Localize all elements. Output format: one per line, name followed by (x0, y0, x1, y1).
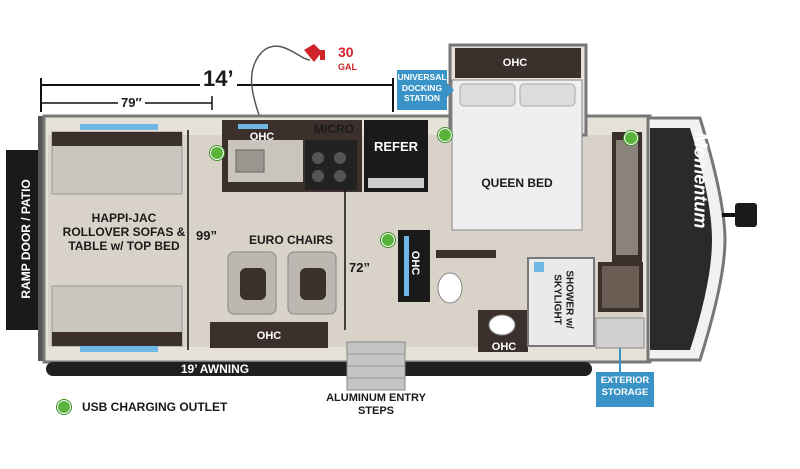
aisle-width-dim: 72” (349, 260, 370, 275)
awning-label: 19’ AWNING (180, 362, 250, 376)
sofa-width-dim: 79″ (118, 95, 145, 110)
usb-outlet-icon (624, 131, 638, 145)
overall-width-dim: 14’ (200, 66, 237, 92)
ohc-label-chairs: OHC (256, 330, 282, 342)
legend-usb-label: USB CHARGING OUTLET (82, 400, 228, 414)
legend-usb-dot-icon (57, 400, 71, 414)
exterior-storage-callout: EXTERIOR STORAGE (596, 372, 654, 407)
shower-label: SHOWER w/ SKYLIGHT (552, 270, 575, 329)
ohc-label-wall: OHC (409, 250, 421, 276)
ohc-label-kitchen: OHC (249, 131, 275, 143)
ohc-label-bath: OHC (491, 341, 517, 353)
usb-outlet-icon (381, 233, 395, 247)
micro-label: MICRO (314, 122, 354, 136)
ohc-label-bedroom: OHC (502, 57, 528, 69)
queen-bed-label: QUEEN BED (481, 176, 553, 190)
sofas-label: HAPPI-JAC ROLLOVER SOFAS & TABLE w/ TOP … (62, 211, 186, 253)
refer-label: REFER (373, 139, 419, 154)
brand-logo: Momentum (690, 132, 711, 229)
fuel-pump-icon (304, 44, 325, 62)
docking-station-callout: UNIVERSAL DOCKING STATION (397, 70, 447, 110)
fuel-unit: GAL (338, 62, 357, 72)
usb-outlet-icon (210, 146, 224, 160)
euro-chairs-label: EURO CHAIRS (248, 233, 333, 247)
interior-height-dim: 99” (196, 228, 217, 243)
fuel-capacity: 30 (338, 44, 354, 60)
usb-outlet-icon (438, 128, 452, 142)
entry-steps-label: ALUMINUM ENTRY STEPS (326, 392, 426, 417)
ramp-door-label: RAMP DOOR / PATIO (19, 179, 34, 299)
